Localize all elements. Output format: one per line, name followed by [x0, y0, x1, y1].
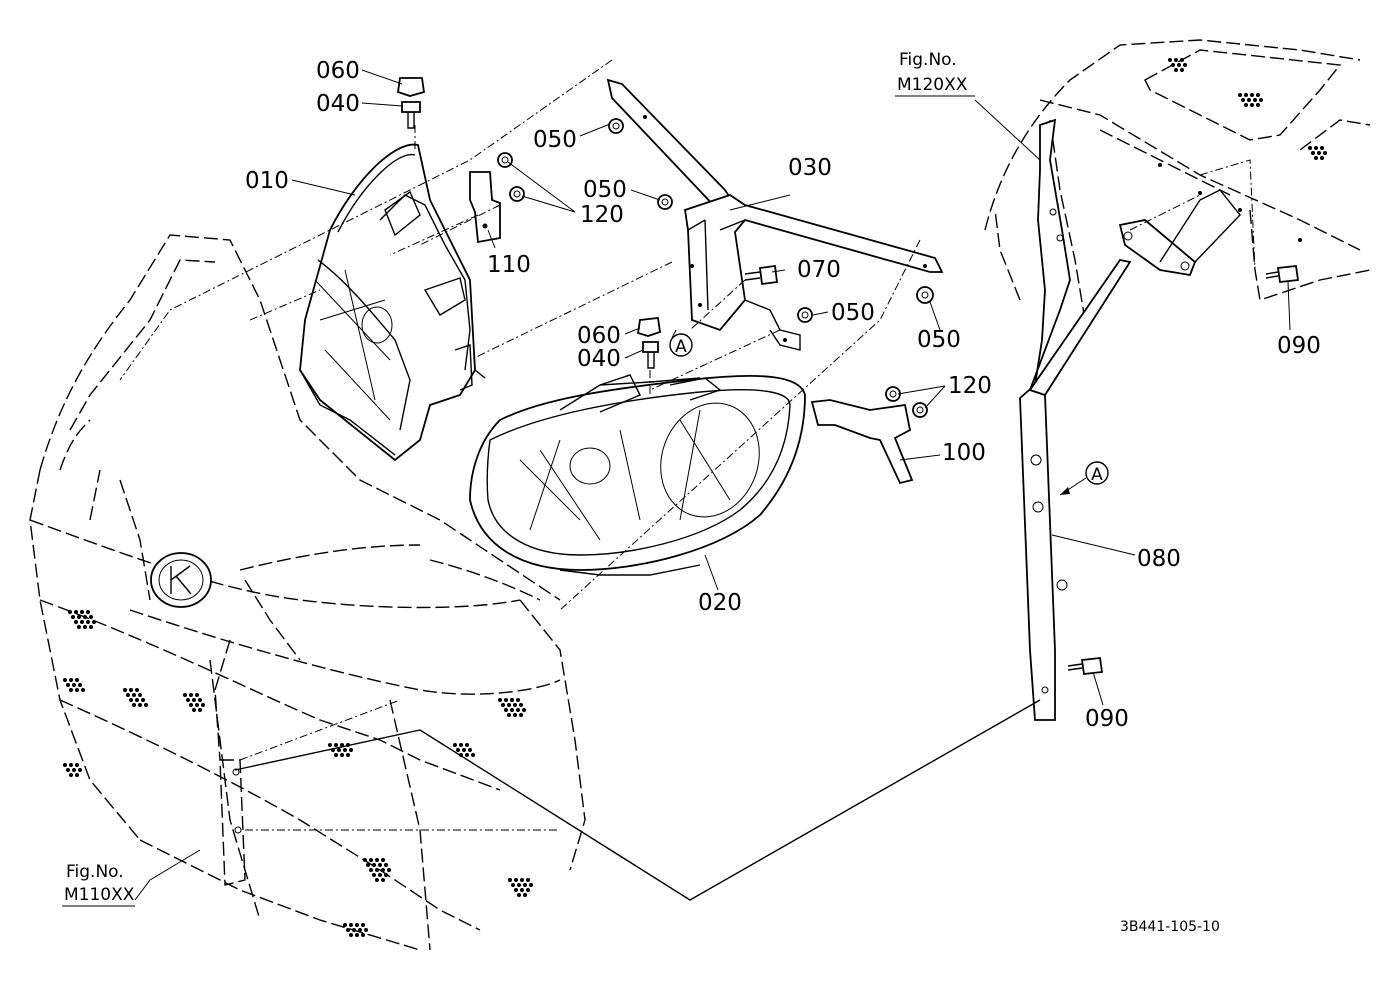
mount-arm-080: [1019, 118, 1241, 721]
label-090-lower: 090: [1085, 706, 1129, 732]
cap-060-lower: [636, 317, 661, 337]
bolt-040-lower: [642, 341, 659, 369]
hood-side-plate: [219, 759, 246, 886]
assembly-centerlines: [119, 59, 1256, 901]
part-labels: 060 040 010 050 050 030 120 110 070 050 …: [245, 58, 1321, 732]
label-040-upper: 040: [316, 91, 360, 117]
ref-a-left-label: A: [675, 337, 687, 357]
bracket-100: [810, 399, 914, 485]
fig-ref-left: Fig.No. M110XX: [62, 862, 135, 907]
bracket-030: [606, 78, 944, 351]
fig-ref-right-title: Fig.No.: [899, 50, 957, 70]
headlight-020: [469, 374, 806, 576]
label-020: 020: [698, 590, 742, 616]
label-090-upper: 090: [1277, 333, 1321, 359]
label-080: 080: [1137, 546, 1181, 572]
fig-ref-left-title: Fig.No.: [66, 862, 124, 882]
leader-lines: [134, 69, 1291, 901]
nut-050-b: [657, 194, 673, 210]
bolt-070: [744, 264, 779, 286]
label-010: 010: [245, 168, 289, 194]
fig-ref-right: Fig.No. M120XX: [895, 50, 975, 97]
label-050-a: 050: [533, 127, 577, 153]
hood-outline: [29, 234, 586, 951]
bolt-040-upper: [401, 101, 421, 129]
grille-mesh: [63, 58, 1327, 937]
nut-120-a: [497, 152, 513, 168]
bracket-110: [469, 171, 501, 244]
label-110: 110: [487, 252, 531, 278]
label-120-lower: 120: [948, 373, 992, 399]
ref-a-right-label: A: [1091, 465, 1103, 485]
label-050-b: 050: [583, 177, 627, 203]
ref-marker-a-left: A: [669, 329, 693, 357]
label-040-lower: 040: [577, 346, 621, 372]
fig-ref-left-code: M110XX: [64, 885, 135, 905]
nut-120-d: [912, 402, 928, 418]
label-050-c: 050: [831, 300, 875, 326]
nut-050-a: [608, 118, 624, 134]
label-050-d: 050: [917, 327, 961, 353]
nut-050-d: [916, 286, 934, 304]
label-100: 100: [942, 440, 986, 466]
cap-060-upper: [397, 77, 426, 97]
label-070: 070: [797, 257, 841, 283]
drawing-code: 3B441-105-10: [1120, 919, 1220, 935]
label-060-upper: 060: [316, 58, 360, 84]
bolt-090-lower: [1067, 657, 1104, 675]
kubota-emblem: [150, 552, 212, 608]
label-030: 030: [788, 155, 832, 181]
fig-ref-right-code: M120XX: [897, 75, 968, 95]
headlight-010: [299, 143, 486, 462]
label-120-upper: 120: [580, 202, 624, 228]
nut-120-b: [509, 186, 525, 202]
label-060-lower: 060: [577, 323, 621, 349]
nut-050-c: [797, 307, 813, 323]
bolt-090-upper: [1265, 265, 1300, 283]
ref-marker-a-right: A: [1059, 461, 1109, 496]
nut-120-c: [885, 386, 901, 402]
